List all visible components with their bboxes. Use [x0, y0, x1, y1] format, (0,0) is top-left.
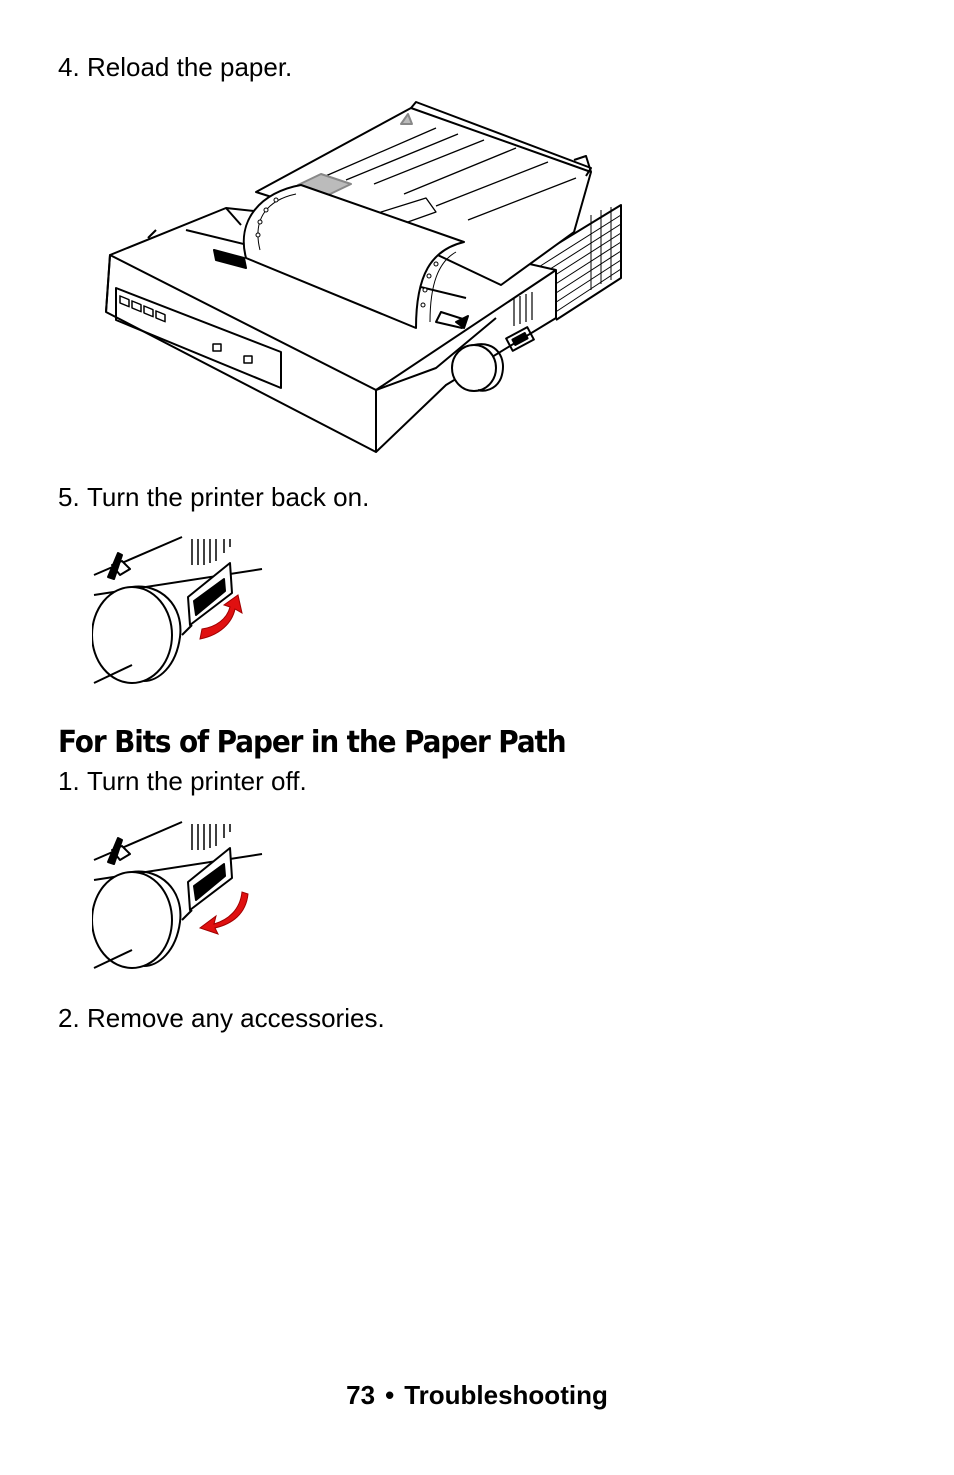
step-number: 4.	[58, 52, 80, 82]
step-text: Turn the printer off.	[87, 766, 307, 796]
step-text: Remove any accessories.	[87, 1003, 385, 1033]
printer-illustration	[86, 100, 626, 456]
footer-section: Troubleshooting	[404, 1380, 608, 1410]
printer-with-paper-icon	[105, 101, 622, 453]
step-number: 2.	[58, 1003, 80, 1033]
footer-bullet: •	[385, 1380, 395, 1410]
step-text: Reload the paper.	[87, 52, 293, 82]
section-heading: For Bits of Paper in the Paper Path	[58, 725, 567, 760]
power-switch-on-icon	[92, 536, 263, 684]
step-remove-accessories: 2.Remove any accessories.	[58, 1003, 385, 1033]
page-footer: 73 • Troubleshooting	[0, 1380, 954, 1411]
step-number: 1.	[58, 766, 80, 796]
step-number: 5.	[58, 482, 80, 512]
step-reload-paper: 4.Reload the paper.	[58, 52, 292, 82]
step-turn-printer-on: 5.Turn the printer back on.	[58, 482, 369, 512]
page-number: 73	[346, 1380, 376, 1410]
step-turn-printer-off: 1.Turn the printer off.	[58, 766, 307, 796]
step-text: Turn the printer back on.	[87, 482, 370, 512]
power-off-illustration	[92, 820, 267, 975]
power-switch-off-icon	[92, 821, 263, 969]
power-on-illustration	[92, 535, 267, 690]
